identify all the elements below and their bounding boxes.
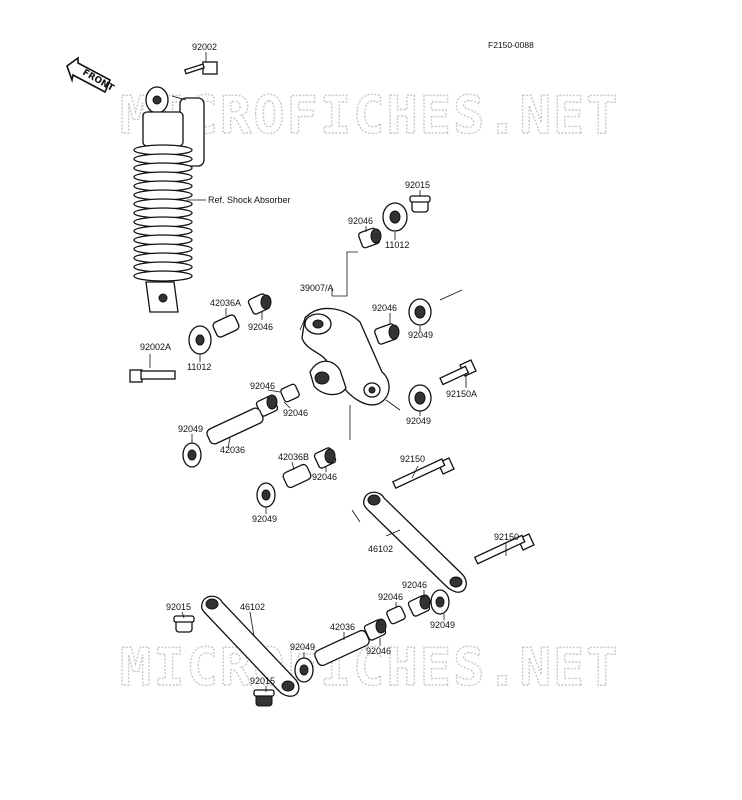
label-46102-a: 46102 (368, 544, 393, 554)
bolt-92002-icon (184, 61, 218, 75)
seal-92049-d-icon (256, 482, 276, 508)
label-42036-b: 42036 (330, 622, 355, 632)
rocker-arm-39007a-icon (301, 307, 390, 406)
label-92049-f: 92049 (290, 642, 315, 652)
bolt-92150a-icon (439, 359, 477, 386)
nut-92015-left-icon (173, 615, 195, 633)
shock-absorber-icon (133, 86, 205, 313)
label-92015-b: 92015 (166, 602, 191, 612)
bearing-92046-f-icon (313, 447, 337, 469)
label-92049-c: 92049 (178, 424, 203, 434)
label-92046-h: 92046 (378, 592, 403, 602)
bolt-92002a-icon (129, 369, 176, 383)
bearing-92046-b-icon (247, 293, 272, 315)
label-92150-a: 92150 (400, 454, 425, 464)
label-92049-a: 92049 (408, 330, 433, 340)
label-92015-c: 92015 (250, 676, 275, 686)
diagram-code: F2150-0088 (488, 40, 534, 50)
front-arrow-icon: FRONT (66, 56, 116, 94)
bolt-92150-b-icon (473, 533, 535, 565)
label-42036b: 42036B (278, 452, 309, 462)
label-92049-e: 92049 (430, 620, 455, 630)
sleeve-42036-b-icon (314, 629, 370, 667)
label-92046-e: 92046 (283, 408, 308, 418)
tie-rod-46102-right-icon (362, 491, 467, 593)
label-92046-f: 92046 (312, 472, 337, 482)
label-92049-b: 92049 (406, 416, 431, 426)
sleeve-42036-a-icon (206, 407, 264, 445)
seal-92049-e-icon (430, 589, 450, 615)
label-92150a: 92150A (446, 389, 477, 399)
seal-92049-c-icon (408, 384, 432, 412)
sleeve-42036a-icon (212, 314, 240, 338)
watermark-bottom: MICROFICHES.NET (120, 638, 620, 698)
label-92002: 92002 (192, 42, 217, 52)
label-11012-a: 11012 (385, 240, 409, 250)
label-39007a: 39007/A (300, 283, 334, 293)
label-42036-a: 42036 (220, 445, 245, 455)
tie-rod-46102-left-icon (200, 595, 300, 697)
label-11012-b: 11012 (187, 362, 211, 372)
label-92150-b: 92150 (494, 532, 519, 542)
ref-shock-absorber-label: Ref. Shock Absorber (208, 195, 291, 205)
seal-92049-f-icon (294, 657, 314, 683)
label-92046-d: 92046 (250, 381, 275, 391)
label-92046-g: 92046 (402, 580, 427, 590)
bearing-92046-c-icon (374, 323, 400, 345)
seal-92049-b-icon (182, 442, 202, 468)
bearing-92046-a-icon (358, 227, 382, 249)
seal-11012-left-icon (188, 325, 212, 355)
label-46102-b: 46102 (240, 602, 265, 612)
label-92049-d: 92049 (252, 514, 277, 524)
label-92046-i: 92046 (366, 646, 391, 656)
bearing-92046-g-icon (407, 594, 431, 617)
seal-11012-top-icon (382, 202, 408, 232)
label-92002a: 92002A (140, 342, 171, 352)
label-92046-b: 92046 (248, 322, 273, 332)
nut-92015-bottom-icon (253, 689, 275, 707)
nut-92015-top-icon (409, 195, 431, 213)
bolt-92150-a-icon (391, 457, 455, 489)
label-42036a: 42036A (210, 298, 241, 308)
seal-92049-a-icon (408, 298, 432, 326)
label-92046-a: 92046 (348, 216, 373, 226)
bearing-92046-d-icon (280, 383, 300, 403)
sleeve-42036b-icon (282, 463, 312, 489)
label-92015-a: 92015 (405, 180, 430, 190)
bearing-92046-h-icon (386, 605, 406, 625)
label-92046-c: 92046 (372, 303, 397, 313)
